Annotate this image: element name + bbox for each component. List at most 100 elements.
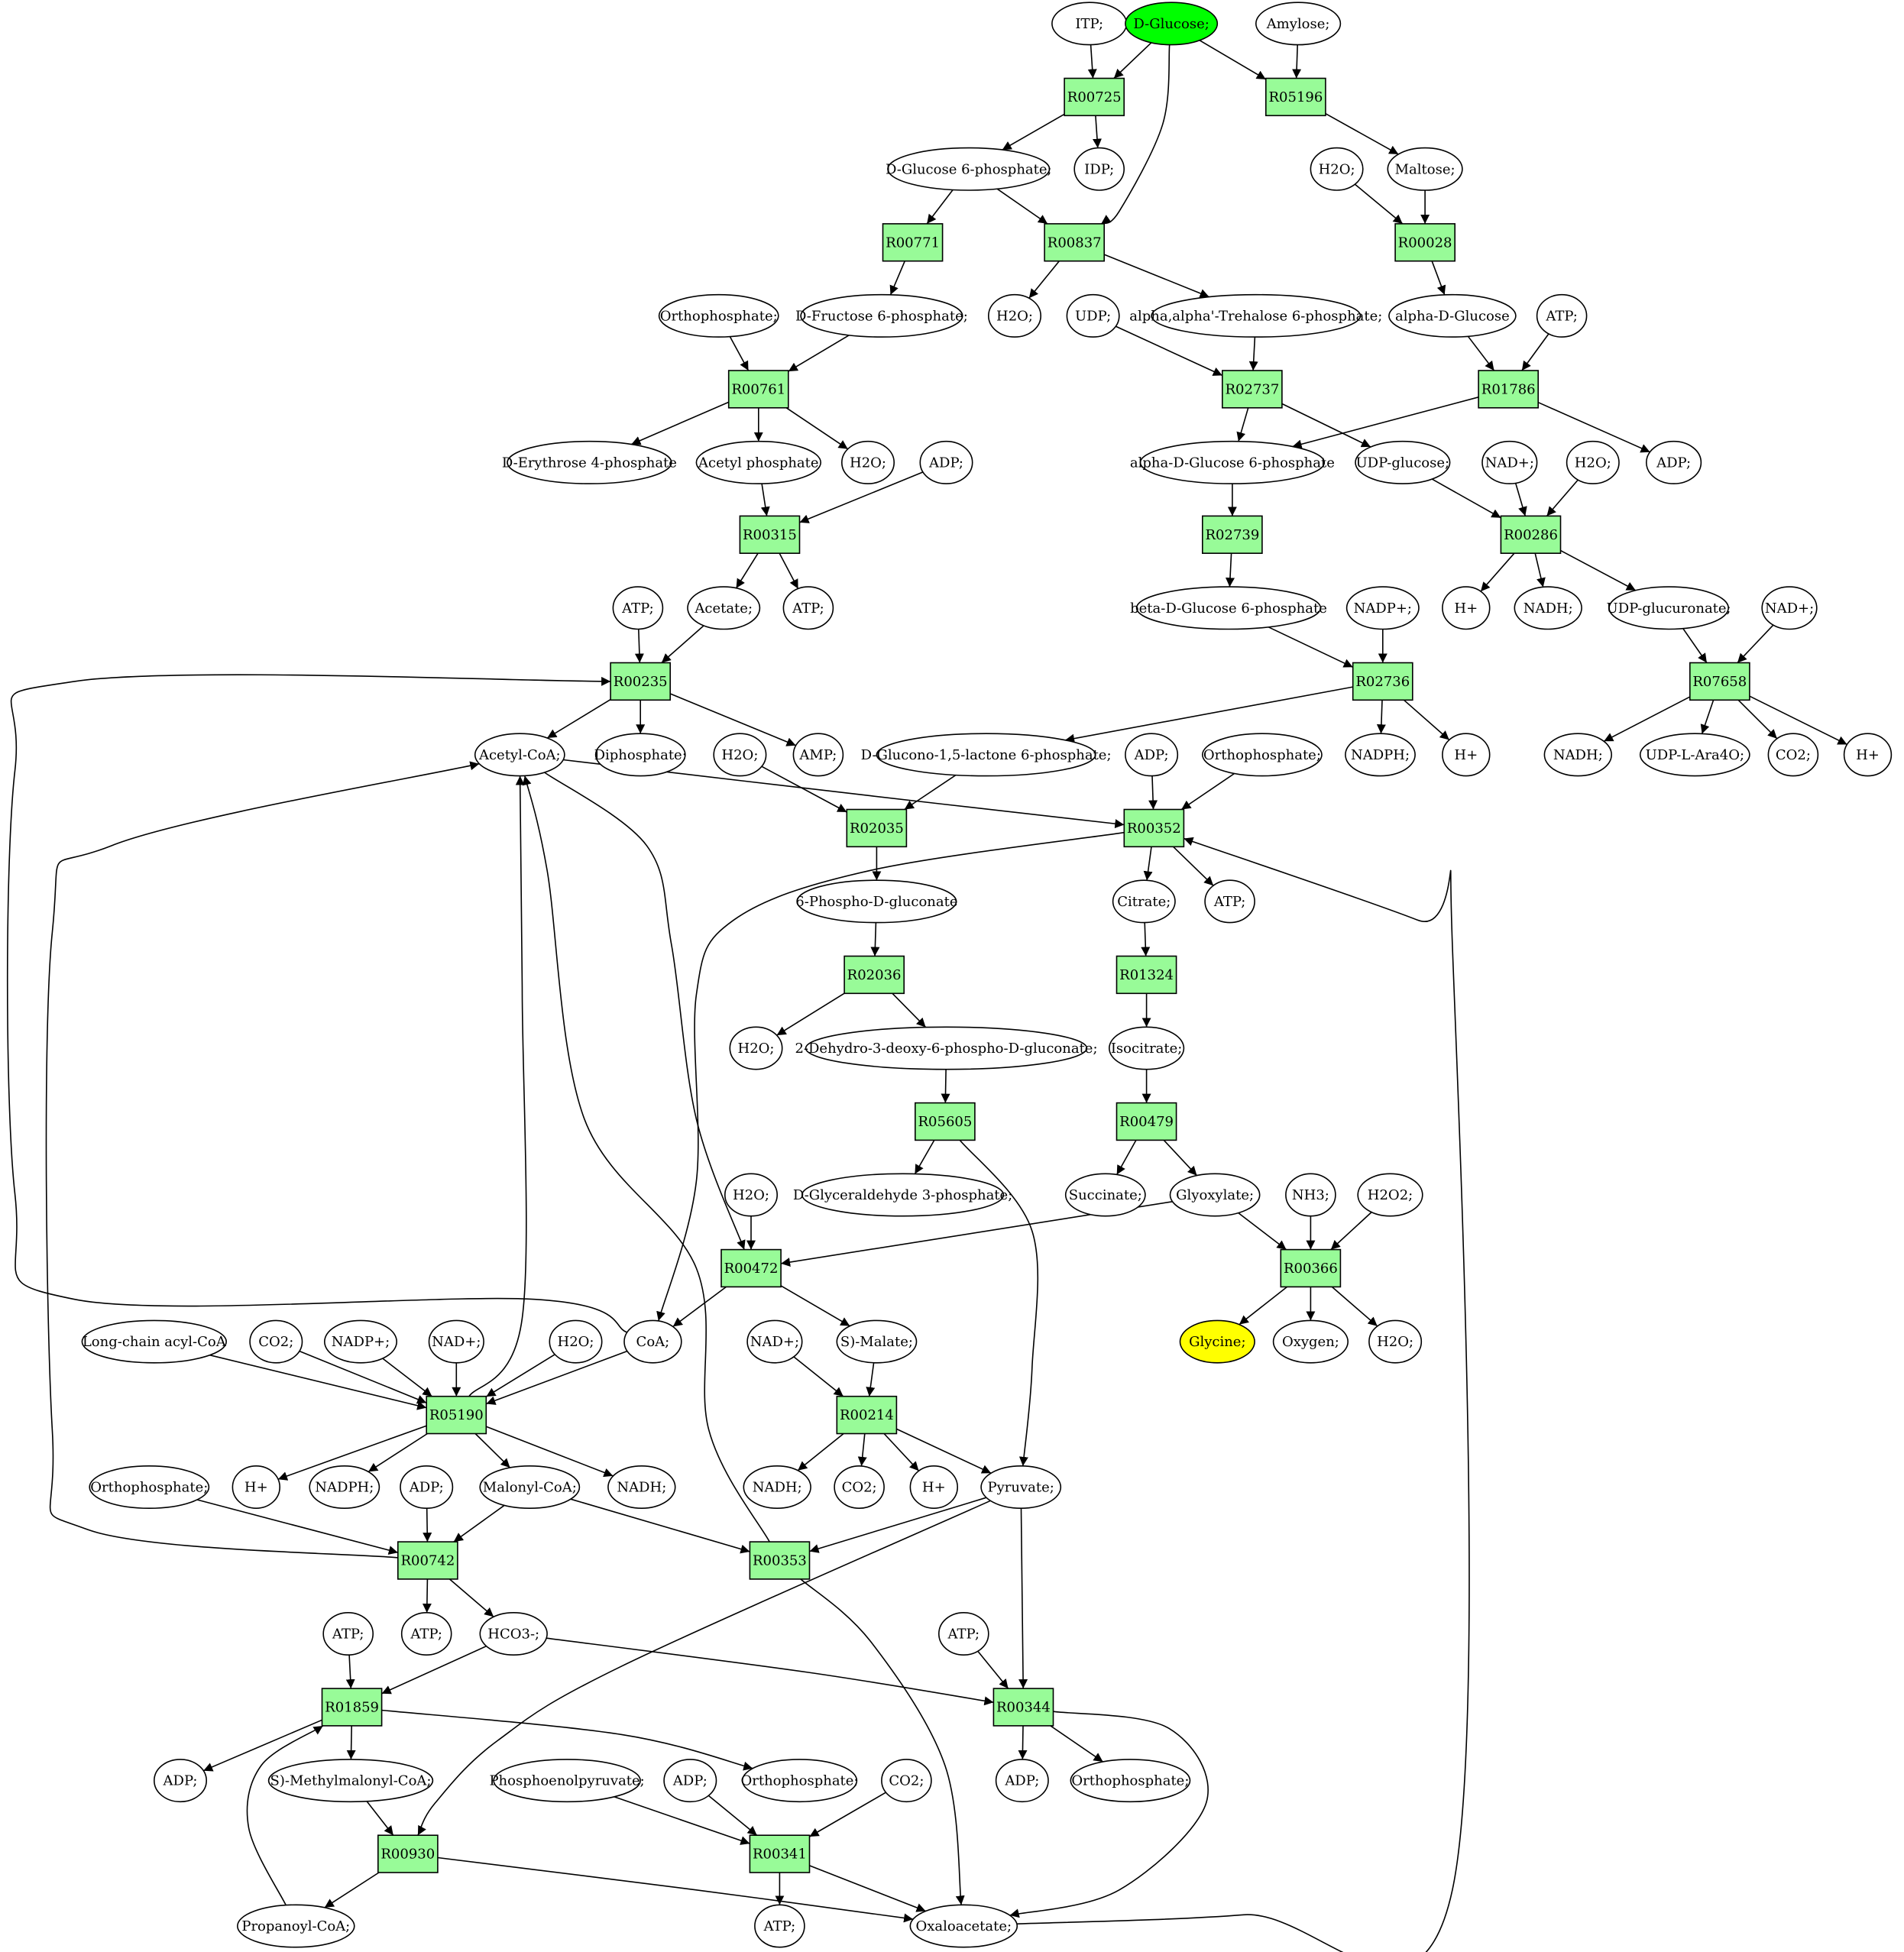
compound-node-coa[interactable]: CoA; — [623, 1319, 682, 1364]
reaction-node-r05196[interactable]: R05196 — [1265, 77, 1326, 117]
compound-node-h2o2[interactable]: H2O2; — [1357, 1173, 1423, 1217]
compound-node-pgluconate[interactable]: 6-Phospho-D-gluconate — [795, 879, 958, 924]
compound-node-nadh_1[interactable]: NADH; — [1514, 586, 1582, 630]
reaction-node-r00930[interactable]: R00930 — [377, 1834, 439, 1873]
compound-node-h2o_9[interactable]: H2O; — [1368, 1319, 1423, 1364]
reaction-node-r00366[interactable]: R00366 — [1280, 1248, 1342, 1288]
reaction-node-r00472[interactable]: R00472 — [720, 1248, 782, 1288]
compound-node-nh3[interactable]: NH3; — [1285, 1173, 1336, 1217]
reaction-node-r05190[interactable]: R05190 — [426, 1395, 487, 1435]
compound-node-pep[interactable]: Phosphoenolpyruvate; — [489, 1759, 645, 1803]
compound-node-adp_6[interactable]: ADP; — [663, 1759, 717, 1803]
compound-node-ortho_2[interactable]: Orthophosphate; — [1202, 733, 1323, 777]
compound-node-adp_3[interactable]: ADP; — [1125, 733, 1179, 777]
reaction-node-r02035[interactable]: R02035 — [846, 808, 908, 848]
compound-node-smalate[interactable]: S)-Malate; — [836, 1319, 918, 1364]
compound-node-h2o_3[interactable]: H2O; — [841, 440, 895, 484]
compound-node-nadh_4[interactable]: NADH; — [743, 1465, 811, 1510]
compound-node-maltose[interactable]: Maltose; — [1387, 147, 1463, 191]
reaction-node-r02739[interactable]: R02739 — [1202, 515, 1263, 555]
compound-node-hco3[interactable]: HCO3-; — [479, 1612, 548, 1656]
compound-node-h2o_1[interactable]: H2O; — [1310, 147, 1364, 191]
reaction-node-r00214[interactable]: R00214 — [836, 1395, 898, 1435]
compound-node-amylose[interactable]: Amylose; — [1255, 2, 1342, 46]
compound-node-co2_3[interactable]: CO2; — [834, 1465, 885, 1510]
compound-node-co2_1[interactable]: CO2; — [1767, 733, 1819, 777]
compound-node-udpara[interactable]: UDP-L-Ara4O; — [1639, 733, 1750, 777]
compound-node-nadplus_4[interactable]: NAD+; — [746, 1319, 803, 1364]
compound-node-itp[interactable]: ITP; — [1051, 2, 1128, 46]
compound-node-nadpplus_1[interactable]: NADP+; — [1345, 586, 1420, 630]
reaction-node-r01859[interactable]: R01859 — [321, 1688, 383, 1727]
compound-node-atp_1[interactable]: ATP; — [1536, 293, 1588, 338]
compound-node-nadpplus_2[interactable]: NADP+; — [323, 1319, 397, 1364]
compound-node-glyoxylate[interactable]: Glyoxylate; — [1169, 1173, 1261, 1217]
compound-node-acetylcoa[interactable]: Acetyl-CoA; — [474, 733, 565, 777]
compound-node-isocitrate[interactable]: Isocitrate; — [1108, 1026, 1185, 1070]
compound-node-adp_7[interactable]: ADP; — [995, 1759, 1049, 1803]
compound-node-hplus_3[interactable]: H+ — [1843, 733, 1893, 777]
compound-node-ortho_1[interactable]: Orthophosphate; — [658, 293, 779, 338]
reaction-node-r00353[interactable]: R00353 — [749, 1541, 811, 1580]
reaction-node-r00235[interactable]: R00235 — [610, 662, 671, 701]
compound-node-ortho_3[interactable]: Orthophosphate; — [89, 1465, 210, 1510]
compound-node-malonylcoa[interactable]: Malonyl-CoA; — [479, 1465, 581, 1510]
compound-node-adp_2[interactable]: ADP; — [1646, 440, 1702, 484]
compound-node-adg6p[interactable]: alpha-D-Glucose 6-phosphate — [1130, 440, 1335, 484]
compound-node-adglucose[interactable]: alpha-D-Glucose — [1388, 293, 1517, 338]
reaction-node-r02736[interactable]: R02736 — [1352, 662, 1413, 701]
compound-node-diphosphate[interactable]: Diphosphate; — [594, 733, 687, 777]
reaction-node-r00352[interactable]: R00352 — [1123, 808, 1185, 848]
reaction-node-r05605[interactable]: R05605 — [915, 1102, 976, 1141]
reaction-node-r00761[interactable]: R00761 — [727, 370, 789, 409]
compound-node-lcacoa[interactable]: Long-chain acyl-CoA — [81, 1319, 228, 1364]
compound-node-udpglucose[interactable]: UDP-glucose; — [1355, 440, 1451, 484]
compound-node-dgl15l6p[interactable]: D-Glucono-1,5-lactone 6-phosphate; — [861, 733, 1112, 777]
compound-node-ortho_5[interactable]: Orthophosphate; — [1070, 1759, 1191, 1803]
reaction-node-r00479[interactable]: R00479 — [1116, 1102, 1177, 1141]
compound-node-smmcoa[interactable]: S)-Methylmalonyl-CoA; — [267, 1759, 434, 1803]
compound-node-h2o_7[interactable]: H2O; — [724, 1173, 778, 1217]
compound-node-acetylp[interactable]: Acetyl phosphate — [695, 440, 821, 484]
compound-node-oxaloacetate[interactable]: Oxaloacetate; — [909, 1904, 1018, 1948]
compound-node-hplus_2[interactable]: H+ — [1442, 733, 1491, 777]
compound-node-atp_5[interactable]: ATP; — [322, 1612, 374, 1656]
compound-node-atp_7[interactable]: ATP; — [938, 1612, 989, 1656]
compound-node-nadh_3[interactable]: NADH; — [607, 1465, 676, 1510]
compound-node-ortho_4[interactable]: Orthophosphate; — [740, 1759, 859, 1803]
compound-node-h2o_8[interactable]: H2O; — [549, 1319, 603, 1364]
compound-node-atp_4[interactable]: ATP; — [1204, 879, 1255, 924]
compound-node-nadph_1[interactable]: NADPH; — [1345, 733, 1416, 777]
reaction-node-r01324[interactable]: R01324 — [1116, 955, 1177, 995]
compound-node-kdpg[interactable]: 2-Dehydro-3-deoxy-6-phospho-D-gluconate; — [795, 1026, 1098, 1070]
compound-node-atp_3[interactable]: ATP; — [782, 586, 834, 630]
compound-node-nadplus_3[interactable]: NAD+; — [428, 1319, 484, 1364]
compound-node-bdg6p[interactable]: beta-D-Glucose 6-phosphate — [1130, 586, 1327, 630]
compound-node-idp[interactable]: IDP; — [1073, 147, 1125, 191]
compound-node-udpgluc[interactable]: UDP-glucuronate; — [1607, 586, 1731, 630]
compound-node-hplus_4[interactable]: H+ — [232, 1465, 280, 1510]
compound-node-atp_2[interactable]: ATP; — [612, 586, 664, 630]
compound-node-co2_4[interactable]: CO2; — [881, 1759, 932, 1803]
reaction-node-r00341[interactable]: R00341 — [749, 1834, 811, 1873]
reaction-node-r00344[interactable]: R00344 — [992, 1688, 1054, 1727]
compound-node-dglucose[interactable]: D-Glucose; — [1125, 2, 1219, 46]
reaction-node-r00725[interactable]: R00725 — [1064, 77, 1125, 117]
compound-node-citrate[interactable]: Citrate; — [1112, 879, 1176, 924]
compound-node-propcoa[interactable]: Propanoyl-CoA; — [236, 1904, 355, 1948]
reaction-node-r00286[interactable]: R00286 — [1500, 515, 1562, 555]
compound-node-adp_4[interactable]: ADP; — [400, 1465, 454, 1510]
compound-node-atp_8[interactable]: ATP; — [754, 1904, 805, 1948]
compound-node-succinate[interactable]: Succinate; — [1064, 1173, 1146, 1217]
reaction-node-r00742[interactable]: R00742 — [397, 1541, 458, 1580]
compound-node-nadph_2[interactable]: NADPH; — [309, 1465, 380, 1510]
compound-node-co2_2[interactable]: CO2; — [249, 1319, 303, 1364]
compound-node-h2o_5[interactable]: H2O; — [713, 733, 767, 777]
compound-node-atp_6[interactable]: ATP; — [400, 1612, 452, 1656]
compound-node-h2o_6[interactable]: H2O; — [729, 1026, 783, 1070]
reaction-node-r00837[interactable]: R00837 — [1044, 223, 1105, 262]
reaction-node-r00315[interactable]: R00315 — [739, 515, 801, 555]
reaction-node-r07658[interactable]: R07658 — [1689, 662, 1750, 701]
reaction-node-r02036[interactable]: R02036 — [844, 955, 905, 995]
compound-node-acetate[interactable]: Acetate; — [687, 586, 761, 630]
